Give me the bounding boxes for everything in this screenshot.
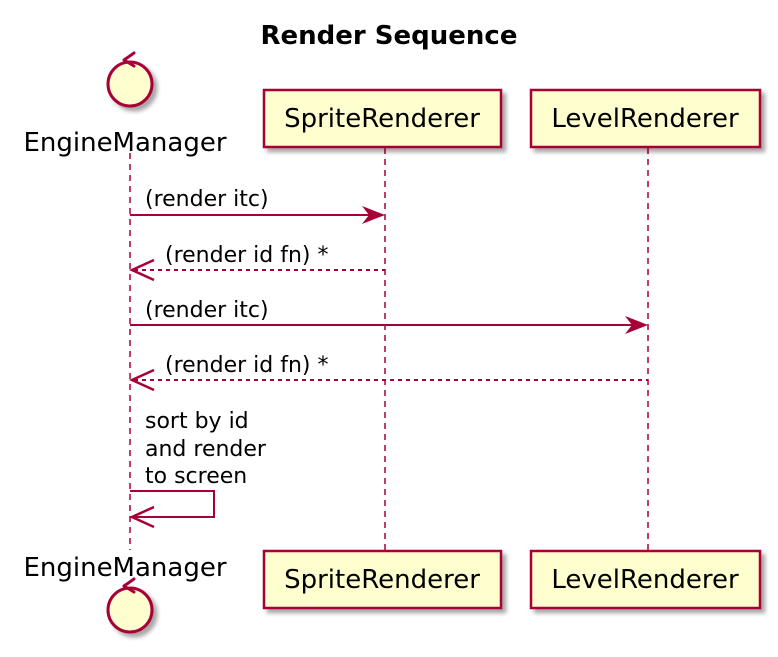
message-2: (render id fn) * [128, 243, 385, 282]
participant-label: SpriteRenderer [284, 565, 480, 595]
participant-engine-manager-bottom: EngineManager [23, 553, 227, 634]
control-icon [106, 60, 154, 108]
message-3: (render itc) [130, 298, 648, 334]
participant-box [262, 88, 503, 149]
participant-level-renderer-top: LevelRenderer [529, 88, 762, 149]
control-arrow-icon [122, 577, 136, 594]
participant-box [529, 88, 762, 149]
participant-box [529, 549, 762, 610]
participant-label: LevelRenderer [551, 104, 739, 134]
message-label-line-2: and render [145, 437, 267, 462]
self-message-loop [130, 490, 215, 518]
message-1: (render itc) [130, 187, 385, 224]
arrowhead-icon [362, 206, 385, 224]
message-label: sort by id and render to screen [145, 409, 273, 489]
participant-box [262, 549, 503, 610]
participant-level-renderer-bottom: LevelRenderer [529, 549, 762, 610]
message-label-line-1: sort by id [145, 409, 249, 434]
message-label: (render itc) [145, 298, 269, 323]
participant-sprite-renderer-top: SpriteRenderer [262, 88, 503, 149]
message-label: (render itc) [145, 187, 269, 212]
message-label: (render id fn) * [165, 243, 329, 268]
control-arrow-icon [122, 51, 136, 68]
participant-engine-manager-top: EngineManager [23, 51, 227, 158]
participant-label: EngineManager [23, 553, 226, 583]
open-arrowhead-icon [128, 368, 155, 392]
diagram-title: Render Sequence [261, 21, 518, 51]
participant-label: LevelRenderer [551, 565, 739, 595]
message-4: (render id fn) * [128, 353, 648, 392]
participant-label: EngineManager [23, 128, 226, 158]
message-5-self: sort by id and render to screen [128, 409, 273, 529]
open-arrowhead-icon [128, 505, 155, 529]
participant-sprite-renderer-bottom: SpriteRenderer [262, 549, 503, 610]
arrowhead-icon [625, 316, 648, 334]
control-icon [106, 586, 154, 634]
message-label: (render id fn) * [165, 353, 329, 378]
open-arrowhead-icon [128, 258, 155, 282]
message-label-line-3: to screen [145, 464, 247, 489]
participant-label: SpriteRenderer [284, 104, 480, 134]
